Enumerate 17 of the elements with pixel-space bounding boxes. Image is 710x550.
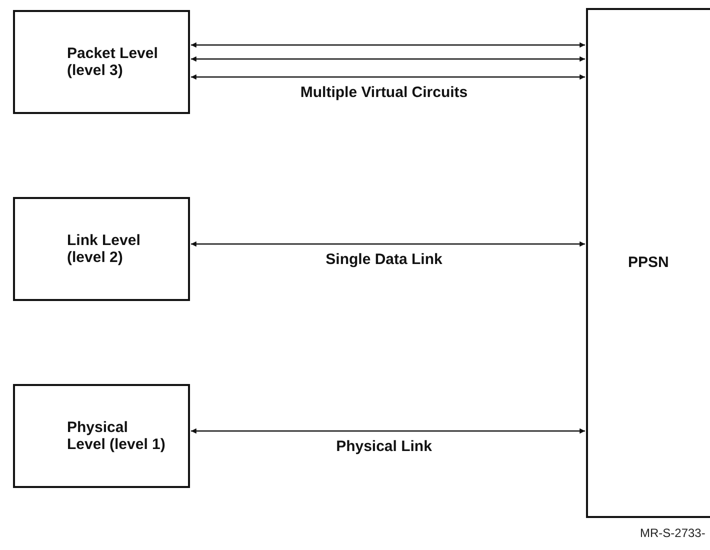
box-label: Link Level (level 2)	[67, 232, 142, 266]
level-box	[13, 384, 190, 488]
edge-label: Multiple Virtual Circuits	[300, 84, 468, 101]
double-arrow	[191, 42, 585, 48]
edge-label: Physical Link	[336, 438, 432, 455]
double-arrow	[191, 56, 585, 62]
network-box	[586, 8, 710, 518]
double-arrow	[191, 428, 585, 434]
box-label: PPSN	[628, 254, 670, 271]
double-arrow	[191, 74, 585, 80]
box-label: Physical Level (level 1)	[67, 418, 166, 452]
level-box	[13, 10, 190, 114]
edge-label: Single Data Link	[326, 251, 442, 268]
double-arrow	[191, 241, 585, 247]
level-box	[13, 197, 190, 301]
figure-code: MR-S-2733-	[640, 526, 706, 540]
box-label: Packet Level (level 3)	[67, 44, 159, 78]
